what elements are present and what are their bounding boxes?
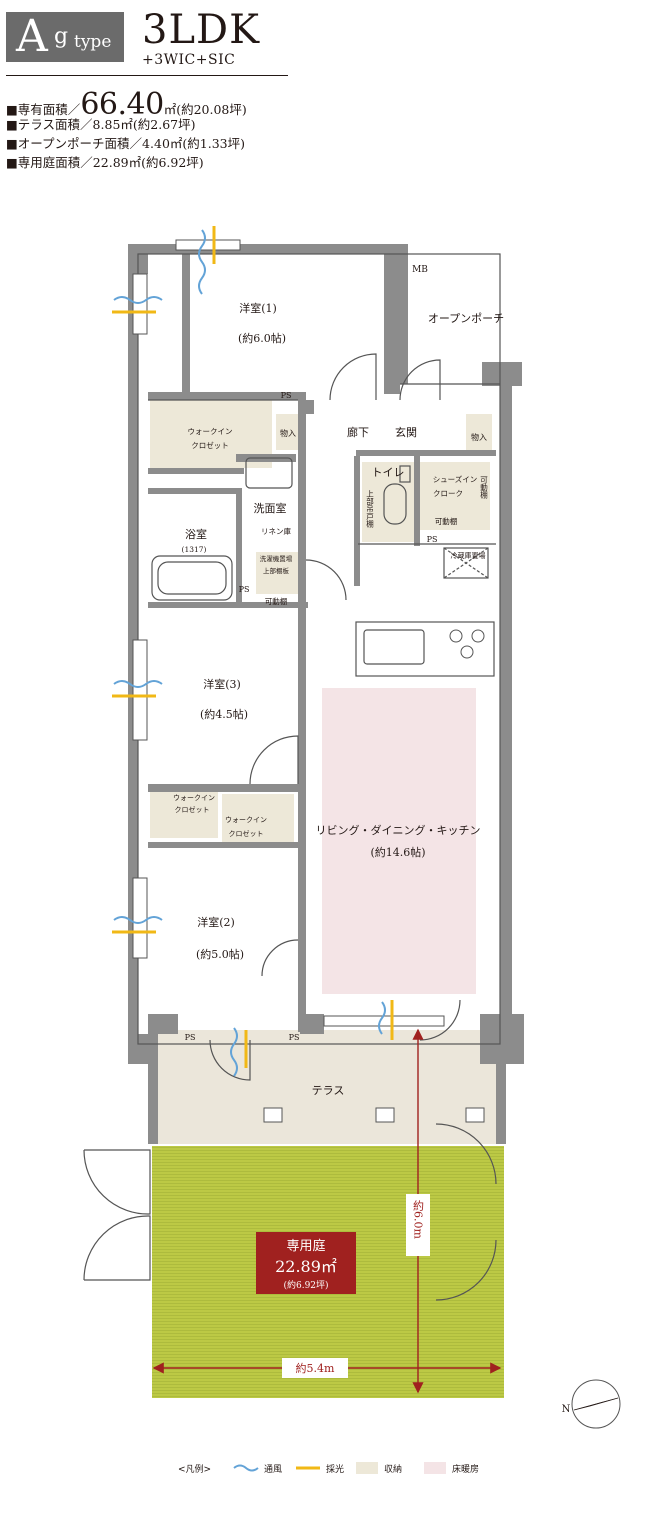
type-letter: A: [16, 11, 48, 62]
mb-label: MB: [412, 265, 428, 275]
wic-b-label-1: ウォークイン: [225, 816, 267, 824]
plan-name: 3LDK: [142, 7, 260, 53]
room-western1-size: (約6.0帖): [238, 331, 286, 345]
storage-left: [276, 414, 300, 450]
window-frames: [132, 239, 445, 1027]
storage-right: [466, 414, 492, 450]
movable-shelf-label: 可動棚: [265, 596, 288, 606]
terrace-label: テラス: [312, 1084, 345, 1097]
spec-exclusive-value: 66.40: [80, 87, 164, 122]
cooktop-icon: [449, 629, 485, 659]
legend-storage: 収納: [384, 1463, 402, 1475]
storage-left-label: 物入: [280, 428, 296, 438]
sic-storage: [420, 462, 490, 530]
sic-label-1: シューズイン: [433, 474, 478, 484]
wic-top-label-1: ウォークイン: [188, 427, 233, 436]
garden-title: 専用庭: [286, 1238, 325, 1254]
laundry-storage: [256, 552, 300, 594]
open-porch-label: オープンポーチ: [428, 312, 504, 325]
garden-label-box: [256, 1232, 356, 1294]
ps-bath-label: PS: [239, 585, 250, 594]
wic-b-storage: [222, 794, 294, 842]
ps-bottom-left-label: PS: [185, 1033, 196, 1042]
plan-sub: +3WIC+SIC: [142, 52, 236, 68]
type-sub-letter: g: [54, 24, 69, 49]
garden-tsubo-value: (約6.92坪): [283, 1279, 328, 1291]
header-rule: [6, 75, 288, 76]
legend-wind: 通風: [264, 1464, 282, 1475]
wic-top-label-2: クロゼット: [191, 440, 229, 450]
wic-a-label-2: クロゼット: [175, 805, 210, 814]
spec-porch-area: ■オープンポーチ面積／4.40㎡(約1.33坪): [6, 136, 245, 151]
type-word: type: [74, 32, 112, 52]
spec-exclusive-area: ■専有面積／66.40㎡(約20.08坪): [6, 90, 247, 120]
spec-garden-area: ■専用庭面積／22.89㎡(約6.92坪): [6, 155, 204, 170]
ps-toilet-label: PS: [427, 535, 438, 544]
storage-right-label: 物入: [471, 432, 487, 442]
legend-floor-heating: 床暖房: [452, 1463, 479, 1475]
spec-exclusive-unit: ㎡(約20.08坪): [163, 102, 247, 117]
linen-label: リネン庫: [261, 526, 291, 536]
ps-bottom-right-label: PS: [289, 1033, 300, 1042]
toilet-label: トイレ: [372, 466, 405, 479]
legend-title: <凡例>: [178, 1463, 211, 1475]
legend-light: 採光: [326, 1463, 344, 1475]
room-western2-label: 洋室(2): [197, 915, 235, 929]
ldk-label: リビング・ダイニング・キッチン: [316, 823, 481, 837]
compass-icon: [571, 1379, 621, 1429]
wic-a-storage: [150, 792, 218, 838]
legend-swatches: [233, 1462, 446, 1474]
sic-shelf-label: 可動棚: [435, 516, 458, 526]
toilet-shelf-label: 上部吊戸棚: [365, 490, 374, 529]
ldk-size-label: (約14.6帖): [370, 845, 425, 859]
garden-area-value: 22.89㎡: [275, 1257, 337, 1276]
dimension-horizontal-label: 約5.4m: [296, 1361, 335, 1375]
dim-h-label-bg: [282, 1358, 348, 1378]
sic-shelf-vertical-label: 可動棚: [479, 476, 488, 500]
terrace-area: [158, 1030, 500, 1144]
bath-size-label: (1317): [182, 545, 207, 554]
ps-top-label: PS: [281, 391, 292, 400]
toilet-cabinet: [362, 462, 414, 542]
wic-a-label-1: ウォークイン: [173, 794, 215, 802]
terrace-fixtures: [263, 1107, 485, 1123]
spec-terrace-area: ■テラス面積／8.85㎡(約2.67坪): [6, 117, 196, 132]
wic-b-label-2: クロゼット: [229, 829, 264, 838]
spec-exclusive-label: ■専有面積／: [6, 102, 81, 117]
bath-label: 浴室: [185, 527, 207, 541]
room-western1-label: 洋室(1): [239, 301, 277, 315]
room-western2-size: (約5.0帖): [196, 947, 244, 961]
wash-room-label: 洗面室: [254, 501, 287, 515]
floor-heating-area: [322, 688, 476, 994]
sic-label-2: クローク: [433, 489, 463, 498]
fridge-label: 冷蔵庫置場: [451, 551, 486, 560]
laundry-label-2: 上部棚板: [263, 566, 290, 575]
laundry-label-1: 洗濯機置場: [260, 554, 293, 563]
corridor-label: 廊下: [347, 425, 369, 439]
room-western3-size: (約4.5帖): [200, 707, 248, 721]
dimension-vertical-label: 約6.0m: [412, 1199, 425, 1240]
entrance-label: 玄関: [395, 425, 417, 439]
wind-light-markers: [112, 226, 394, 1077]
dim-v-label-bg: [406, 1194, 430, 1256]
north-label: N: [562, 1404, 571, 1415]
plan-type-badge: A g type: [6, 12, 124, 62]
room-western3-label: 洋室(3): [203, 677, 241, 691]
